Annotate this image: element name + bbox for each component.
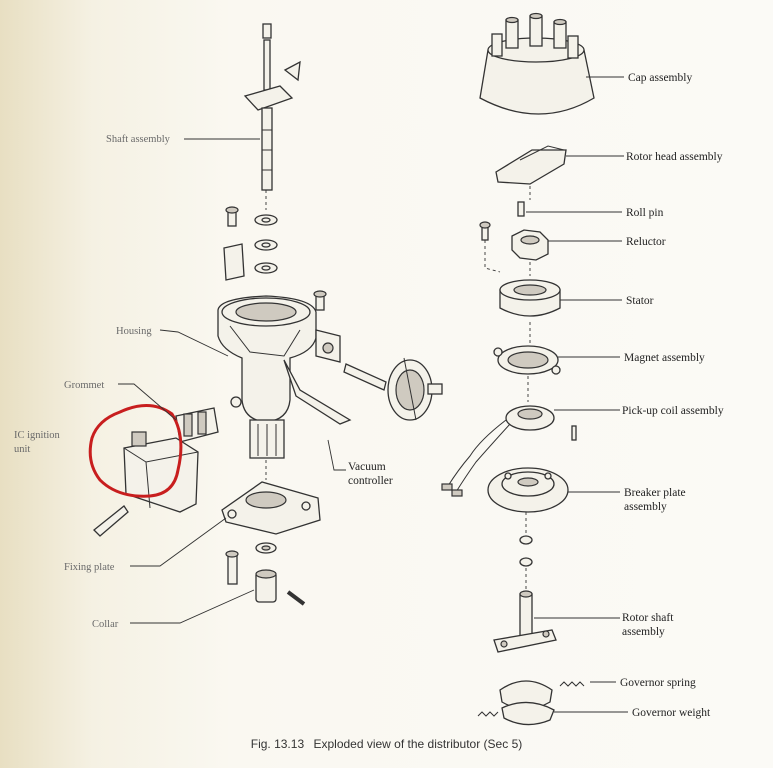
label-breaker-plate-assembly-line2: assembly	[624, 501, 667, 513]
magnet-assembly-part	[493, 345, 561, 375]
label-reluctor: Reluctor	[626, 236, 666, 248]
label-shaft-assembly: Shaft assembly	[106, 134, 171, 145]
cap-assembly-part	[479, 12, 595, 115]
breaker-plate-part	[487, 467, 569, 513]
governor-spring-part	[477, 681, 585, 717]
housing-screws	[223, 206, 327, 311]
label-collar: Collar	[92, 619, 119, 630]
shaft-washers	[254, 214, 278, 274]
label-rotor-shaft-assembly-line1: Rotor shaft	[622, 612, 674, 624]
label-vacuum-controller-line1: Vacuum	[348, 461, 386, 473]
leader-lines	[118, 76, 628, 713]
governor-weight-part	[499, 680, 555, 726]
vacuum-controller-part	[343, 357, 443, 421]
label-roll-pin: Roll pin	[626, 207, 664, 219]
label-magnet-assembly: Magnet assembly	[624, 352, 705, 364]
label-breaker-plate-assembly-line1: Breaker plate	[624, 487, 686, 499]
label-governor-weight: Governor weight	[632, 707, 711, 719]
fixing-plate-part	[221, 481, 321, 535]
collar-part	[225, 542, 306, 606]
housing-part	[217, 295, 352, 459]
shaft-assembly-part	[243, 23, 301, 191]
label-housing: Housing	[116, 326, 152, 337]
label-rotor-shaft-assembly-line2: assembly	[622, 626, 665, 638]
label-vacuum-controller-line2: controller	[348, 475, 393, 487]
rotor-shaft-part	[493, 590, 557, 653]
label-grommet: Grommet	[64, 380, 104, 391]
figure-number: Fig. 13.13	[250, 737, 305, 751]
label-pickup-coil-assembly: Pick-up coil assembly	[622, 405, 724, 417]
rotor-shaft-washers	[519, 535, 533, 567]
label-fixing-plate: Fixing plate	[64, 562, 115, 573]
label-ic-ignition-unit-line2: unit	[14, 444, 30, 455]
label-stator: Stator	[626, 295, 654, 307]
pickup-coil-part	[441, 405, 577, 497]
label-ic-ignition-unit-line1: IC ignition	[14, 430, 61, 441]
figure-title: Exploded view of the distributor (Sec 5)	[313, 737, 523, 751]
label-rotor-head-assembly: Rotor head assembly	[626, 151, 723, 163]
label-governor-spring: Governor spring	[620, 677, 696, 689]
figure-caption: Fig. 13.13 Exploded view of the distribu…	[0, 737, 773, 751]
rotor-head-part	[495, 145, 567, 185]
grommet-part	[175, 407, 219, 443]
reluctor-part	[511, 229, 549, 261]
assembly-axis-lines	[265, 186, 531, 590]
highlight-circle	[88, 404, 183, 498]
stator-part	[499, 279, 561, 317]
label-cap-assembly: Cap assembly	[628, 72, 692, 84]
